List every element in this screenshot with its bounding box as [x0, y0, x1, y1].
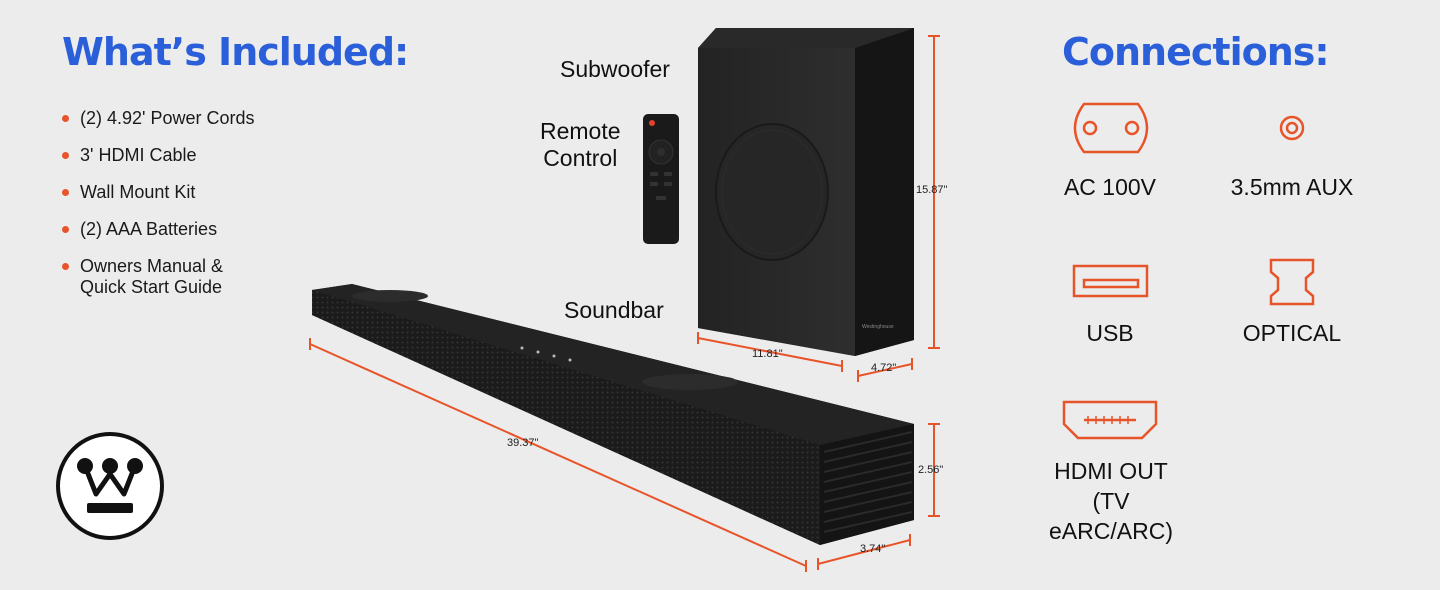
- list-item: Owners Manual & Quick Start Guide: [62, 256, 255, 298]
- ac-power-label: AC 100V: [1063, 174, 1157, 200]
- bullet-icon: [62, 226, 69, 233]
- bullet-icon: [62, 152, 69, 159]
- list-item: (2) 4.92' Power Cords: [62, 108, 255, 129]
- bullet-icon: [62, 263, 69, 270]
- soundbar-image: [312, 284, 914, 545]
- dimension-lines: [309, 35, 940, 572]
- soundbar-label: Soundbar: [564, 297, 664, 323]
- bullet-icon: [62, 115, 69, 122]
- remote-control-label: Remote Control: [540, 118, 621, 171]
- remote-control-image: [643, 114, 679, 244]
- optical-label: OPTICAL: [1242, 320, 1342, 346]
- usb-label: USB: [1086, 320, 1134, 346]
- connections-title: Connections:: [1062, 30, 1330, 74]
- included-items-list: (2) 4.92' Power Cords 3' HDMI Cable Wall…: [62, 108, 255, 314]
- aux-label: 3.5mm AUX: [1230, 174, 1354, 200]
- subwoofer-height-dimension: 15.87": [916, 184, 948, 196]
- soundbar-width-dimension: 39.37": [507, 437, 539, 449]
- list-item: Wall Mount Kit: [62, 182, 255, 203]
- svg-text:Westinghouse: Westinghouse: [862, 324, 894, 330]
- whats-included-title: What’s Included:: [62, 30, 409, 74]
- soundbar-height-dimension: 2.56": [918, 464, 944, 476]
- subwoofer-image: Westinghouse: [698, 28, 914, 356]
- list-item: (2) AAA Batteries: [62, 219, 255, 240]
- list-item: 3' HDMI Cable: [62, 145, 255, 166]
- subwoofer-width-dimension: 11.81": [752, 348, 783, 360]
- bullet-icon: [62, 189, 69, 196]
- subwoofer-label: Subwoofer: [560, 56, 670, 82]
- soundbar-depth-dimension: 3.74": [860, 543, 886, 555]
- subwoofer-depth-dimension: 4.72": [871, 362, 897, 374]
- hdmi-out-label: HDMI OUT (TV eARC/ARC): [1049, 458, 1173, 544]
